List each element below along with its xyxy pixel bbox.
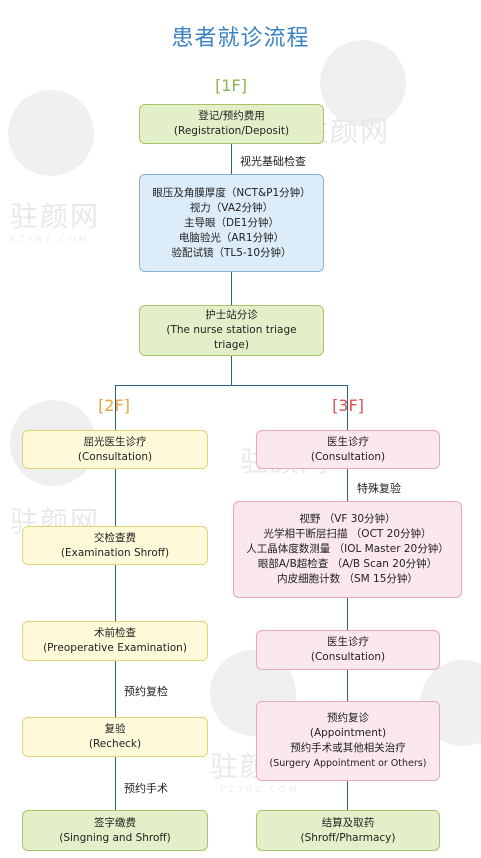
connector-line: [231, 356, 232, 385]
f2-preop-title: 术前检查: [94, 627, 136, 639]
f3-pharmacy-box: 结算及取药 (Shroff/Pharmacy): [256, 810, 440, 851]
f2-exam-shroff-subtitle: (Examination Shroff): [60, 546, 170, 559]
f3-appointment-title: 预约复诊: [327, 712, 369, 724]
floor-label-1f: [1F]: [215, 76, 247, 95]
label-recheck-appointment: 预约复检: [124, 685, 168, 698]
basic-exam-item: 电脑验光（AR1分钟）: [178, 231, 285, 244]
special-exam-item: 视野 （VF 30分钟）: [299, 513, 396, 525]
f2-consultation-box: 屈光医生诊疗 (Consultation): [22, 430, 208, 469]
watermark: [0, 70, 120, 200]
f3-appointment-subtitle: (Appointment): [309, 727, 387, 739]
f3-consultation-2-subtitle: (Consultation): [310, 651, 386, 663]
basic-exam-item: 眼压及角膜厚度（NCT&P1分钟）: [152, 186, 311, 199]
triage-title: 护士站分诊: [205, 309, 258, 321]
f2-exam-shroff-title: 交检查费: [94, 531, 136, 544]
f3-appointment-box: 预约复诊 (Appointment) 预约手术或其他相关治疗 (Surgery …: [256, 701, 440, 781]
triage-subtitle: (The nurse station triage: [166, 324, 297, 336]
basic-exam-item: 主导眼（DE1分钟）: [184, 216, 279, 229]
f2-preop-box: 术前检查 (Preoperative Examination): [22, 621, 208, 661]
watermark-site: PZY92.COM: [220, 785, 300, 795]
registration-box: 登记/预约费用 (Registration/Deposit): [139, 104, 324, 144]
page-title: 患者就诊流程: [171, 26, 310, 51]
f3-pharmacy-title: 结算及取药: [321, 816, 375, 829]
triage-box: 护士站分诊 (The nurse station triage triage): [139, 305, 324, 356]
registration-subtitle: (Registration/Deposit): [173, 125, 290, 137]
f3-consultation-title: 医生诊疗: [327, 435, 369, 448]
f3-consultation-box-2: 医生诊疗 (Consultation): [256, 630, 440, 670]
f3-special-exam-box: 视野 （VF 30分钟） 光学相干断层扫描 （OCT 20分钟） 人工晶体度数测…: [233, 501, 462, 598]
connector-line: [347, 385, 348, 430]
floor-label-2f: [2F]: [98, 396, 130, 415]
special-exam-item: 人工晶体度数测量 （IOL Master 20分钟）: [246, 543, 449, 555]
f3-pharmacy-subtitle: (Shroff/Pharmacy): [300, 831, 396, 844]
label-special-recheck: 特殊复验: [357, 482, 401, 495]
basic-exam-item: 视力（VA2分钟）: [189, 201, 274, 214]
label-vision-check: 视光基础检查: [240, 155, 306, 168]
f2-sign-shroff-box: 签字缴费 (Singning and Shroff): [22, 810, 208, 851]
f2-sign-shroff-subtitle: (Singning and Shroff): [59, 831, 171, 844]
special-exam-item: 内皮细胞计数 （SM 15分钟）: [277, 573, 418, 585]
f2-recheck-subtitle: (Recheck): [88, 738, 142, 750]
label-surgery-appointment: 预约手术: [124, 782, 168, 795]
f2-recheck-title: 复验: [104, 723, 126, 735]
f2-exam-shroff-box: 交检查费 (Examination Shroff): [22, 526, 208, 565]
f2-sign-shroff-title: 签字缴费: [94, 816, 136, 829]
f2-recheck-box: 复验 (Recheck): [22, 717, 208, 757]
floor-label-3f: [3F]: [332, 396, 364, 415]
f3-consultation-box: 医生诊疗 (Consultation): [256, 430, 440, 469]
f2-consultation-title: 屈光医生诊疗: [83, 435, 147, 448]
connector-line: [115, 385, 116, 430]
special-exam-item: 光学相干断层扫描 （OCT 20分钟）: [263, 528, 432, 540]
f3-appointment-subtitle-2: (Surgery Appointment or Others): [269, 758, 427, 769]
triage-subtitle: triage): [213, 339, 249, 351]
connector-line: [115, 385, 348, 386]
f2-preop-subtitle: (Preoperative Examination): [43, 642, 187, 654]
f3-consultation-subtitle: (Consultation): [310, 450, 386, 463]
f2-consultation-subtitle: (Consultation): [77, 450, 153, 463]
f3-consultation-2-title: 医生诊疗: [327, 636, 369, 648]
connector-line: [231, 272, 232, 305]
connector-line: [231, 144, 232, 174]
basic-exam-box: 眼压及角膜厚度（NCT&P1分钟） 视力（VA2分钟） 主导眼（DE1分钟） 电…: [139, 174, 324, 272]
registration-title: 登记/预约费用: [198, 110, 265, 122]
special-exam-item: 眼部A/B超检查 （A/B Scan 20分钟）: [257, 558, 438, 570]
f3-appointment-title-2: 预约手术或其他相关治疗: [290, 742, 406, 754]
basic-exam-item: 验配试镜（TL5-10分钟）: [171, 246, 292, 259]
